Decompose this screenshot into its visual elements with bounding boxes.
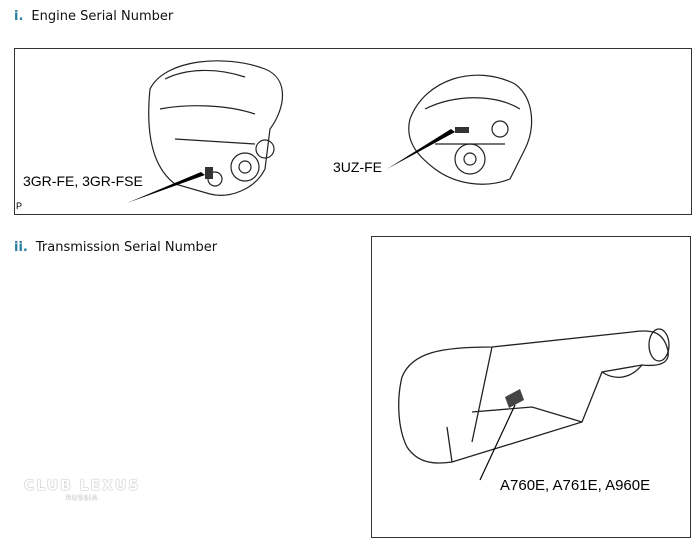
- section-number: ii.: [14, 240, 28, 255]
- transmission-illustration: [398, 328, 670, 481]
- section-title: Transmission Serial Number: [35, 240, 218, 255]
- section-number: i.: [14, 9, 24, 24]
- watermark-logo: CLUB LEXUS RUSSIA: [24, 478, 140, 502]
- engine-figure: 3GR-FE, 3GR-FSE 3UZ-FE P: [14, 48, 692, 215]
- engine-label-3gr: 3GR-FE, 3GR-FSE: [23, 173, 143, 189]
- figure-corner-mark: P: [16, 201, 23, 211]
- transmission-serial-heading: ii. Transmission Serial Number: [14, 240, 217, 255]
- engine-label-3uz: 3UZ-FE: [333, 159, 382, 175]
- section-title: Engine Serial Number: [31, 9, 174, 24]
- watermark-line2: RUSSIA: [66, 494, 99, 502]
- engine-serial-heading: i. Engine Serial Number: [14, 9, 173, 24]
- engine-illustrations: [127, 60, 533, 203]
- watermark-line1: CLUB LEXUS: [24, 478, 141, 494]
- transmission-label: A760E, A761E, A960E: [500, 477, 651, 494]
- transmission-figure: A760E, A761E, A960E: [371, 236, 691, 538]
